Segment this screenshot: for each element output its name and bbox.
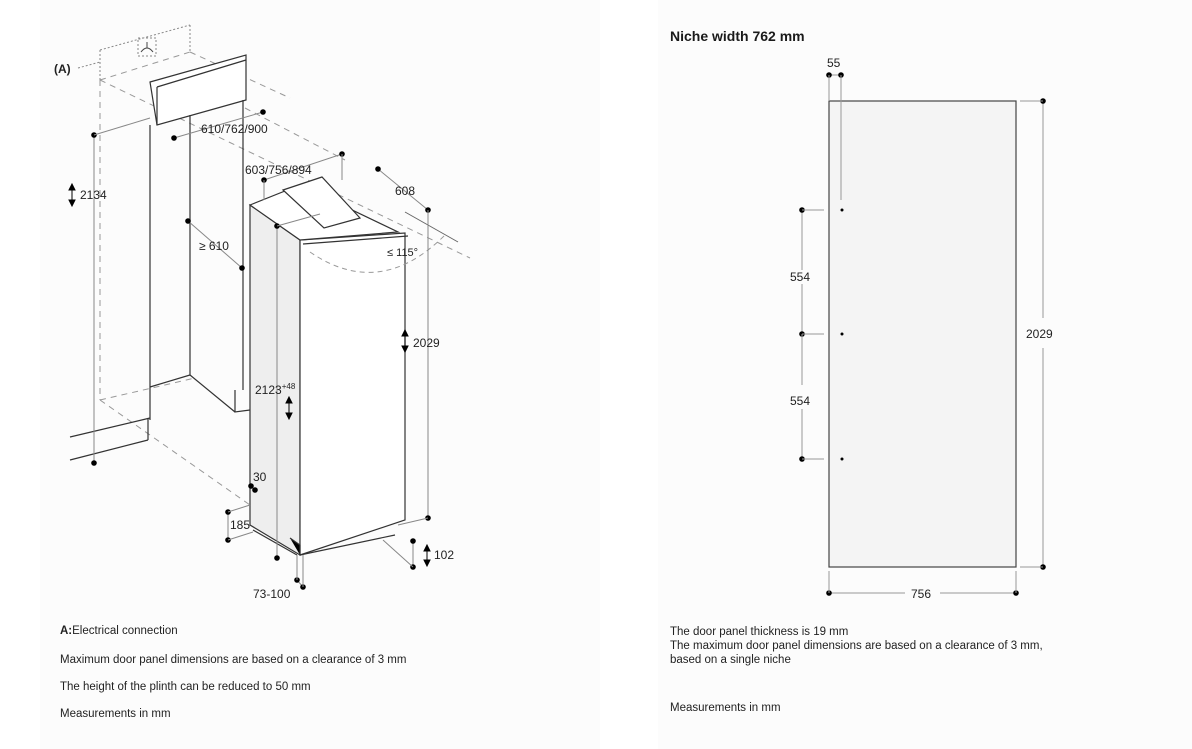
dim-depth: 608 xyxy=(395,184,415,198)
dim-panel-width: 756 xyxy=(911,587,931,601)
label-a: (A) xyxy=(54,62,71,76)
niche-width-title: Niche width 762 mm xyxy=(670,28,805,44)
dim-hinge-spacing-2: 554 xyxy=(790,394,810,408)
note-measurements-right: Measurements in mm xyxy=(670,702,781,714)
appliance-body xyxy=(248,176,409,557)
door-panel xyxy=(828,100,1017,568)
dim-niche-height: 2134 xyxy=(80,188,107,202)
note-text: Electrical connection xyxy=(72,625,178,637)
dim-hinge-spacing-1: 554 xyxy=(790,270,810,284)
dim-min-depth: ≥ 610 xyxy=(199,239,229,253)
dim-niche-width: 610/762/900 xyxy=(201,122,268,136)
height-arrows xyxy=(68,182,431,568)
note-door-clearance: Maximum door panel dimensions are based … xyxy=(60,654,407,666)
top-panel xyxy=(149,54,247,126)
dim-edge-offset: 55 xyxy=(827,56,841,70)
door-swing-arc xyxy=(309,234,446,273)
note-max-dimensions: The maximum door panel dimensions are ba… xyxy=(670,640,1043,652)
dim-offset-185: 185 xyxy=(230,518,250,532)
note-key: A: xyxy=(60,625,73,637)
note-panel-thickness: The door panel thickness is 19 mm xyxy=(670,626,849,638)
dim-offset-30: 30 xyxy=(253,470,267,484)
note-electrical: A:Electrical connection xyxy=(60,624,178,638)
dim-door-height: 2029 xyxy=(413,336,440,350)
dim-plinth-height: 102 xyxy=(434,548,454,562)
dim-appliance-width: 603/756/894 xyxy=(245,163,312,177)
dim-plinth-depth: 73-100 xyxy=(253,587,291,601)
note-single-niche: based on a single niche xyxy=(670,654,791,666)
electrical-connection-outline xyxy=(77,24,191,80)
dim-panel-height: 2029 xyxy=(1026,327,1053,341)
note-plinth: The height of the plinth can be reduced … xyxy=(60,681,311,693)
hinge-points xyxy=(840,208,844,461)
hinge-point xyxy=(840,332,844,336)
dim-appliance-height: 2123+48 xyxy=(255,382,296,397)
hinge-point xyxy=(840,457,844,461)
note-measurements: Measurements in mm xyxy=(60,708,171,720)
door-open-line xyxy=(404,211,459,243)
dim-door-angle: ≤ 115° xyxy=(387,247,418,259)
dimension-lines xyxy=(91,109,431,590)
socket-icon xyxy=(140,42,154,53)
niche-walls xyxy=(69,100,251,461)
panel-dimension-lines xyxy=(799,72,1046,596)
hinge-point xyxy=(840,208,844,212)
